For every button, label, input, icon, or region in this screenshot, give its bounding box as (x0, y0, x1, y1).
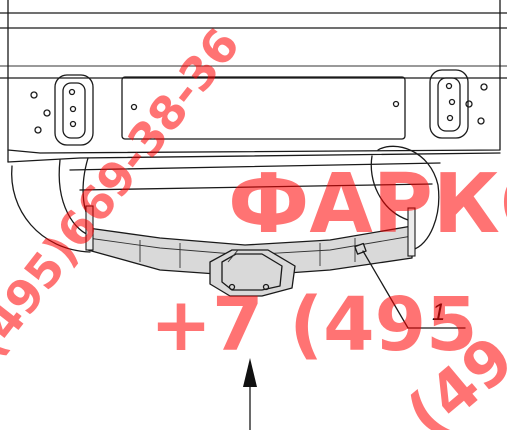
watermark-brand: ФАРКОП (228, 157, 507, 252)
callout-label: 1 (432, 299, 445, 326)
right-bumper-bracket (429, 69, 488, 139)
watermark: (495)669-38-36 ФАРКОП +7 (495 (49 (0, 18, 507, 430)
right-wheel-arch (370, 145, 440, 251)
vehicle-rear-body (0, 0, 507, 191)
direction-arrow (243, 358, 257, 430)
watermark-phone-big: +7 (495 (150, 282, 478, 368)
left-bumper-bracket (30, 74, 94, 146)
callout-1: 1 (362, 250, 466, 329)
license-plate-recess (121, 76, 406, 140)
towbar-ball-mount (209, 249, 296, 297)
